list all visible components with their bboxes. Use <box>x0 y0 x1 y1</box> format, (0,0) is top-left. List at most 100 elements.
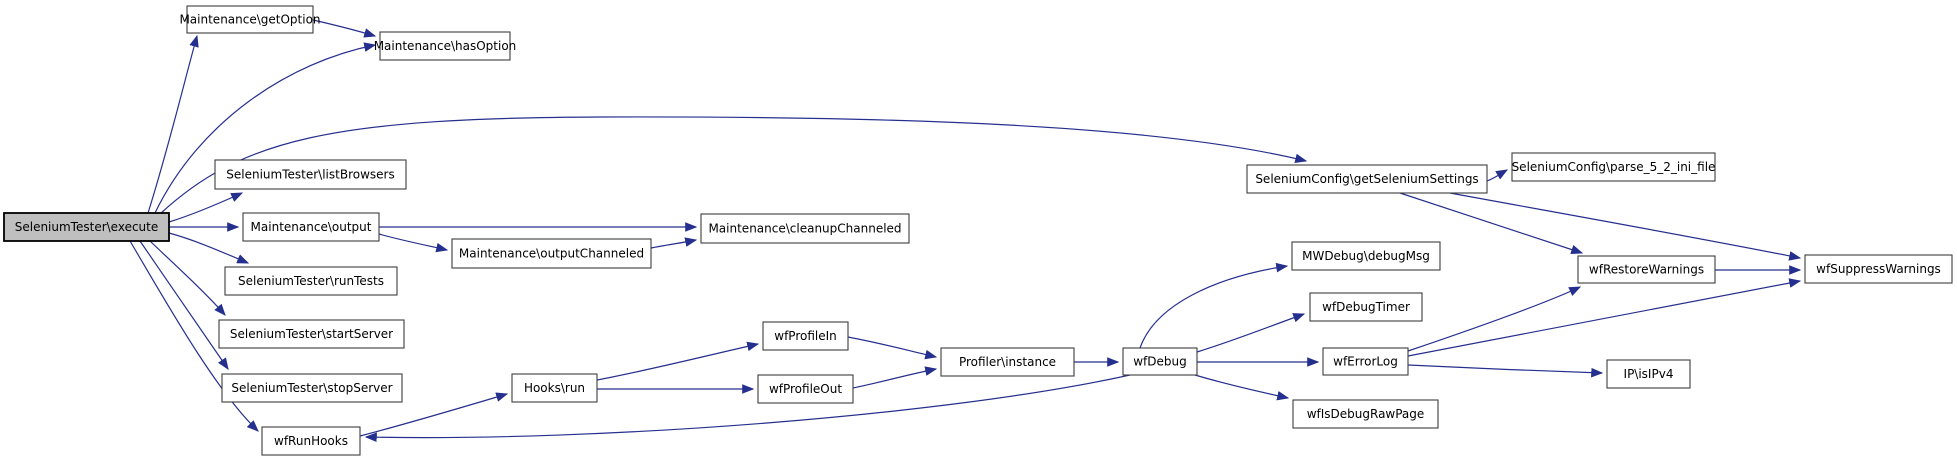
node-label-wfProfileIn: wfProfileIn <box>774 329 837 343</box>
node-label-hooksRun: Hooks\run <box>524 381 585 395</box>
node-getOption[interactable]: Maintenance\getOption <box>179 5 321 34</box>
node-label-outputChanneled: Maintenance\outputChanneled <box>459 247 644 261</box>
node-wfRunHooks[interactable]: wfRunHooks <box>261 426 361 456</box>
node-debugTimer[interactable]: wfDebugTimer <box>1309 292 1423 322</box>
node-label-startServer: SeleniumTester\startServer <box>230 327 393 341</box>
node-restoreWarnings[interactable]: wfRestoreWarnings <box>1577 255 1716 284</box>
node-label-errorLog: wfErrorLog <box>1333 355 1398 369</box>
node-box-runTests[interactable] <box>224 266 398 296</box>
node-box-startServer[interactable] <box>218 319 405 349</box>
node-box-ipIsIPv4[interactable] <box>1606 359 1691 389</box>
node-box-wfProfileOut[interactable] <box>757 374 854 404</box>
node-listBrowsers[interactable]: SeleniumTester\listBrowsers <box>214 159 407 190</box>
node-label-profilerInstance: Profiler\instance <box>959 355 1056 369</box>
node-label-debugMsg: MWDebug\debugMsg <box>1302 249 1430 263</box>
edge-execute-to-hasOption <box>154 42 377 214</box>
node-startServer[interactable]: SeleniumTester\startServer <box>218 319 405 349</box>
node-box-isDebugRawPage[interactable] <box>1292 399 1439 429</box>
node-label-stopServer: SeleniumTester\stopServer <box>231 381 392 395</box>
node-label-hasOption: Maintenance\hasOption <box>374 39 517 53</box>
edge-getSeleniumSettings-to-restoreWarnings <box>1399 192 1584 255</box>
edge-execute-to-stopServer <box>139 240 229 370</box>
node-box-errorLog[interactable] <box>1322 347 1409 376</box>
node-label-ipIsIPv4: IP\isIPv4 <box>1624 367 1674 381</box>
edge-getSeleniumSettings-to-suppressWarnings <box>1449 192 1802 261</box>
node-label-debugTimer: wfDebugTimer <box>1322 300 1410 314</box>
node-box-getSeleniumSettings[interactable] <box>1246 164 1488 194</box>
node-box-execute[interactable] <box>3 212 170 242</box>
node-box-cleanupChanneled[interactable] <box>700 213 910 244</box>
node-ipIsIPv4[interactable]: IP\isIPv4 <box>1606 359 1691 389</box>
node-parseIni[interactable]: SeleniumConfig\parse_5_2_ini_file <box>1511 152 1716 182</box>
node-label-isDebugRawPage: wfIsDebugRawPage <box>1307 407 1425 421</box>
edge-wfProfileIn-to-profilerInstance <box>847 336 938 360</box>
node-label-wfDebug: wfDebug <box>1133 355 1187 369</box>
node-label-getOption: Maintenance\getOption <box>179 13 320 27</box>
node-label-parseIni: SeleniumConfig\parse_5_2_ini_file <box>1512 160 1716 174</box>
edge-outputChanneled-to-cleanupChanneled <box>650 237 698 249</box>
node-output[interactable]: Maintenance\output <box>242 212 380 242</box>
node-box-stopServer[interactable] <box>221 373 403 403</box>
edges-layer <box>129 19 1802 443</box>
edge-wfDebug-to-debugMsg <box>1139 262 1289 349</box>
node-box-hooksRun[interactable] <box>511 373 598 403</box>
node-hooksRun[interactable]: Hooks\run <box>511 373 598 403</box>
node-label-listBrowsers: SeleniumTester\listBrowsers <box>226 168 394 182</box>
node-label-execute: SeleniumTester\execute <box>15 220 159 234</box>
node-runTests[interactable]: SeleniumTester\runTests <box>224 266 398 296</box>
node-box-wfDebug[interactable] <box>1122 347 1198 376</box>
edge-wfDebug-to-debugTimer <box>1196 313 1306 353</box>
edge-execute-to-startServer <box>149 240 226 316</box>
node-box-debugTimer[interactable] <box>1309 292 1423 322</box>
edge-execute-to-wfRunHooks <box>129 240 259 432</box>
node-label-output: Maintenance\output <box>251 220 372 234</box>
edge-wfDebug-to-wfRunHooks <box>364 374 1131 443</box>
node-label-getSeleniumSettings: SeleniumConfig\getSeleniumSettings <box>1255 172 1478 186</box>
edge-execute-to-listBrowsers <box>168 192 244 223</box>
node-box-restoreWarnings[interactable] <box>1577 255 1716 284</box>
node-box-getOption[interactable] <box>186 5 314 34</box>
node-profilerInstance[interactable]: Profiler\instance <box>940 347 1075 377</box>
nodes-layer: SeleniumTester\execute Maintenance\getOpt… <box>3 5 1953 456</box>
node-box-profilerInstance[interactable] <box>940 347 1075 377</box>
edge-errorLog-to-ipIsIPv4 <box>1407 364 1604 378</box>
node-outputChanneled[interactable]: Maintenance\outputChanneled <box>451 238 652 269</box>
edge-execute-to-getOption <box>147 34 199 214</box>
edge-wfProfileOut-to-profilerInstance <box>852 366 938 389</box>
node-box-wfProfileIn[interactable] <box>762 321 849 351</box>
node-getSeleniumSettings[interactable]: SeleniumConfig\getSeleniumSettings <box>1246 164 1488 194</box>
node-box-parseIni[interactable] <box>1511 152 1716 182</box>
node-wfProfileOut[interactable]: wfProfileOut <box>757 374 854 404</box>
node-box-debugMsg[interactable] <box>1291 241 1441 271</box>
node-box-suppressWarnings[interactable] <box>1804 254 1953 284</box>
edge-wfDebug-to-isDebugRawPage <box>1194 374 1290 401</box>
node-debugMsg[interactable]: MWDebug\debugMsg <box>1291 241 1441 271</box>
node-errorLog[interactable]: wfErrorLog <box>1322 347 1409 376</box>
edge-output-to-outputChanneled <box>378 233 449 253</box>
node-box-wfRunHooks[interactable] <box>261 426 361 456</box>
node-cleanupChanneled[interactable]: Maintenance\cleanupChanneled <box>700 213 910 244</box>
edge-hooksRun-to-wfProfileIn <box>596 341 760 381</box>
node-box-hasOption[interactable] <box>379 31 511 61</box>
node-label-suppressWarnings: wfSuppressWarnings <box>1816 262 1941 276</box>
edge-errorLog-to-restoreWarnings <box>1407 286 1582 352</box>
node-wfDebug[interactable]: wfDebug <box>1122 347 1198 376</box>
node-label-wfRunHooks: wfRunHooks <box>274 434 348 448</box>
node-stopServer[interactable]: SeleniumTester\stopServer <box>221 373 403 403</box>
node-label-restoreWarnings: wfRestoreWarnings <box>1589 263 1704 277</box>
node-box-output[interactable] <box>242 212 380 242</box>
node-wfProfileIn[interactable]: wfProfileIn <box>762 321 849 351</box>
node-isDebugRawPage[interactable]: wfIsDebugRawPage <box>1292 399 1439 429</box>
edge-execute-to-getSeleniumSettings <box>159 116 1308 215</box>
node-execute[interactable]: SeleniumTester\execute <box>3 212 170 242</box>
edge-getOption-to-hasOption <box>312 19 377 38</box>
node-suppressWarnings[interactable]: wfSuppressWarnings <box>1804 254 1953 284</box>
node-box-outputChanneled[interactable] <box>451 238 652 269</box>
edge-wfRunHooks-to-hooksRun <box>359 392 509 437</box>
node-hasOption[interactable]: Maintenance\hasOption <box>374 31 517 61</box>
node-label-cleanupChanneled: Maintenance\cleanupChanneled <box>708 222 901 236</box>
edge-errorLog-to-suppressWarnings <box>1407 278 1802 357</box>
edge-getSeleniumSettings-to-parseIni <box>1486 169 1509 182</box>
node-box-listBrowsers[interactable] <box>214 159 407 190</box>
